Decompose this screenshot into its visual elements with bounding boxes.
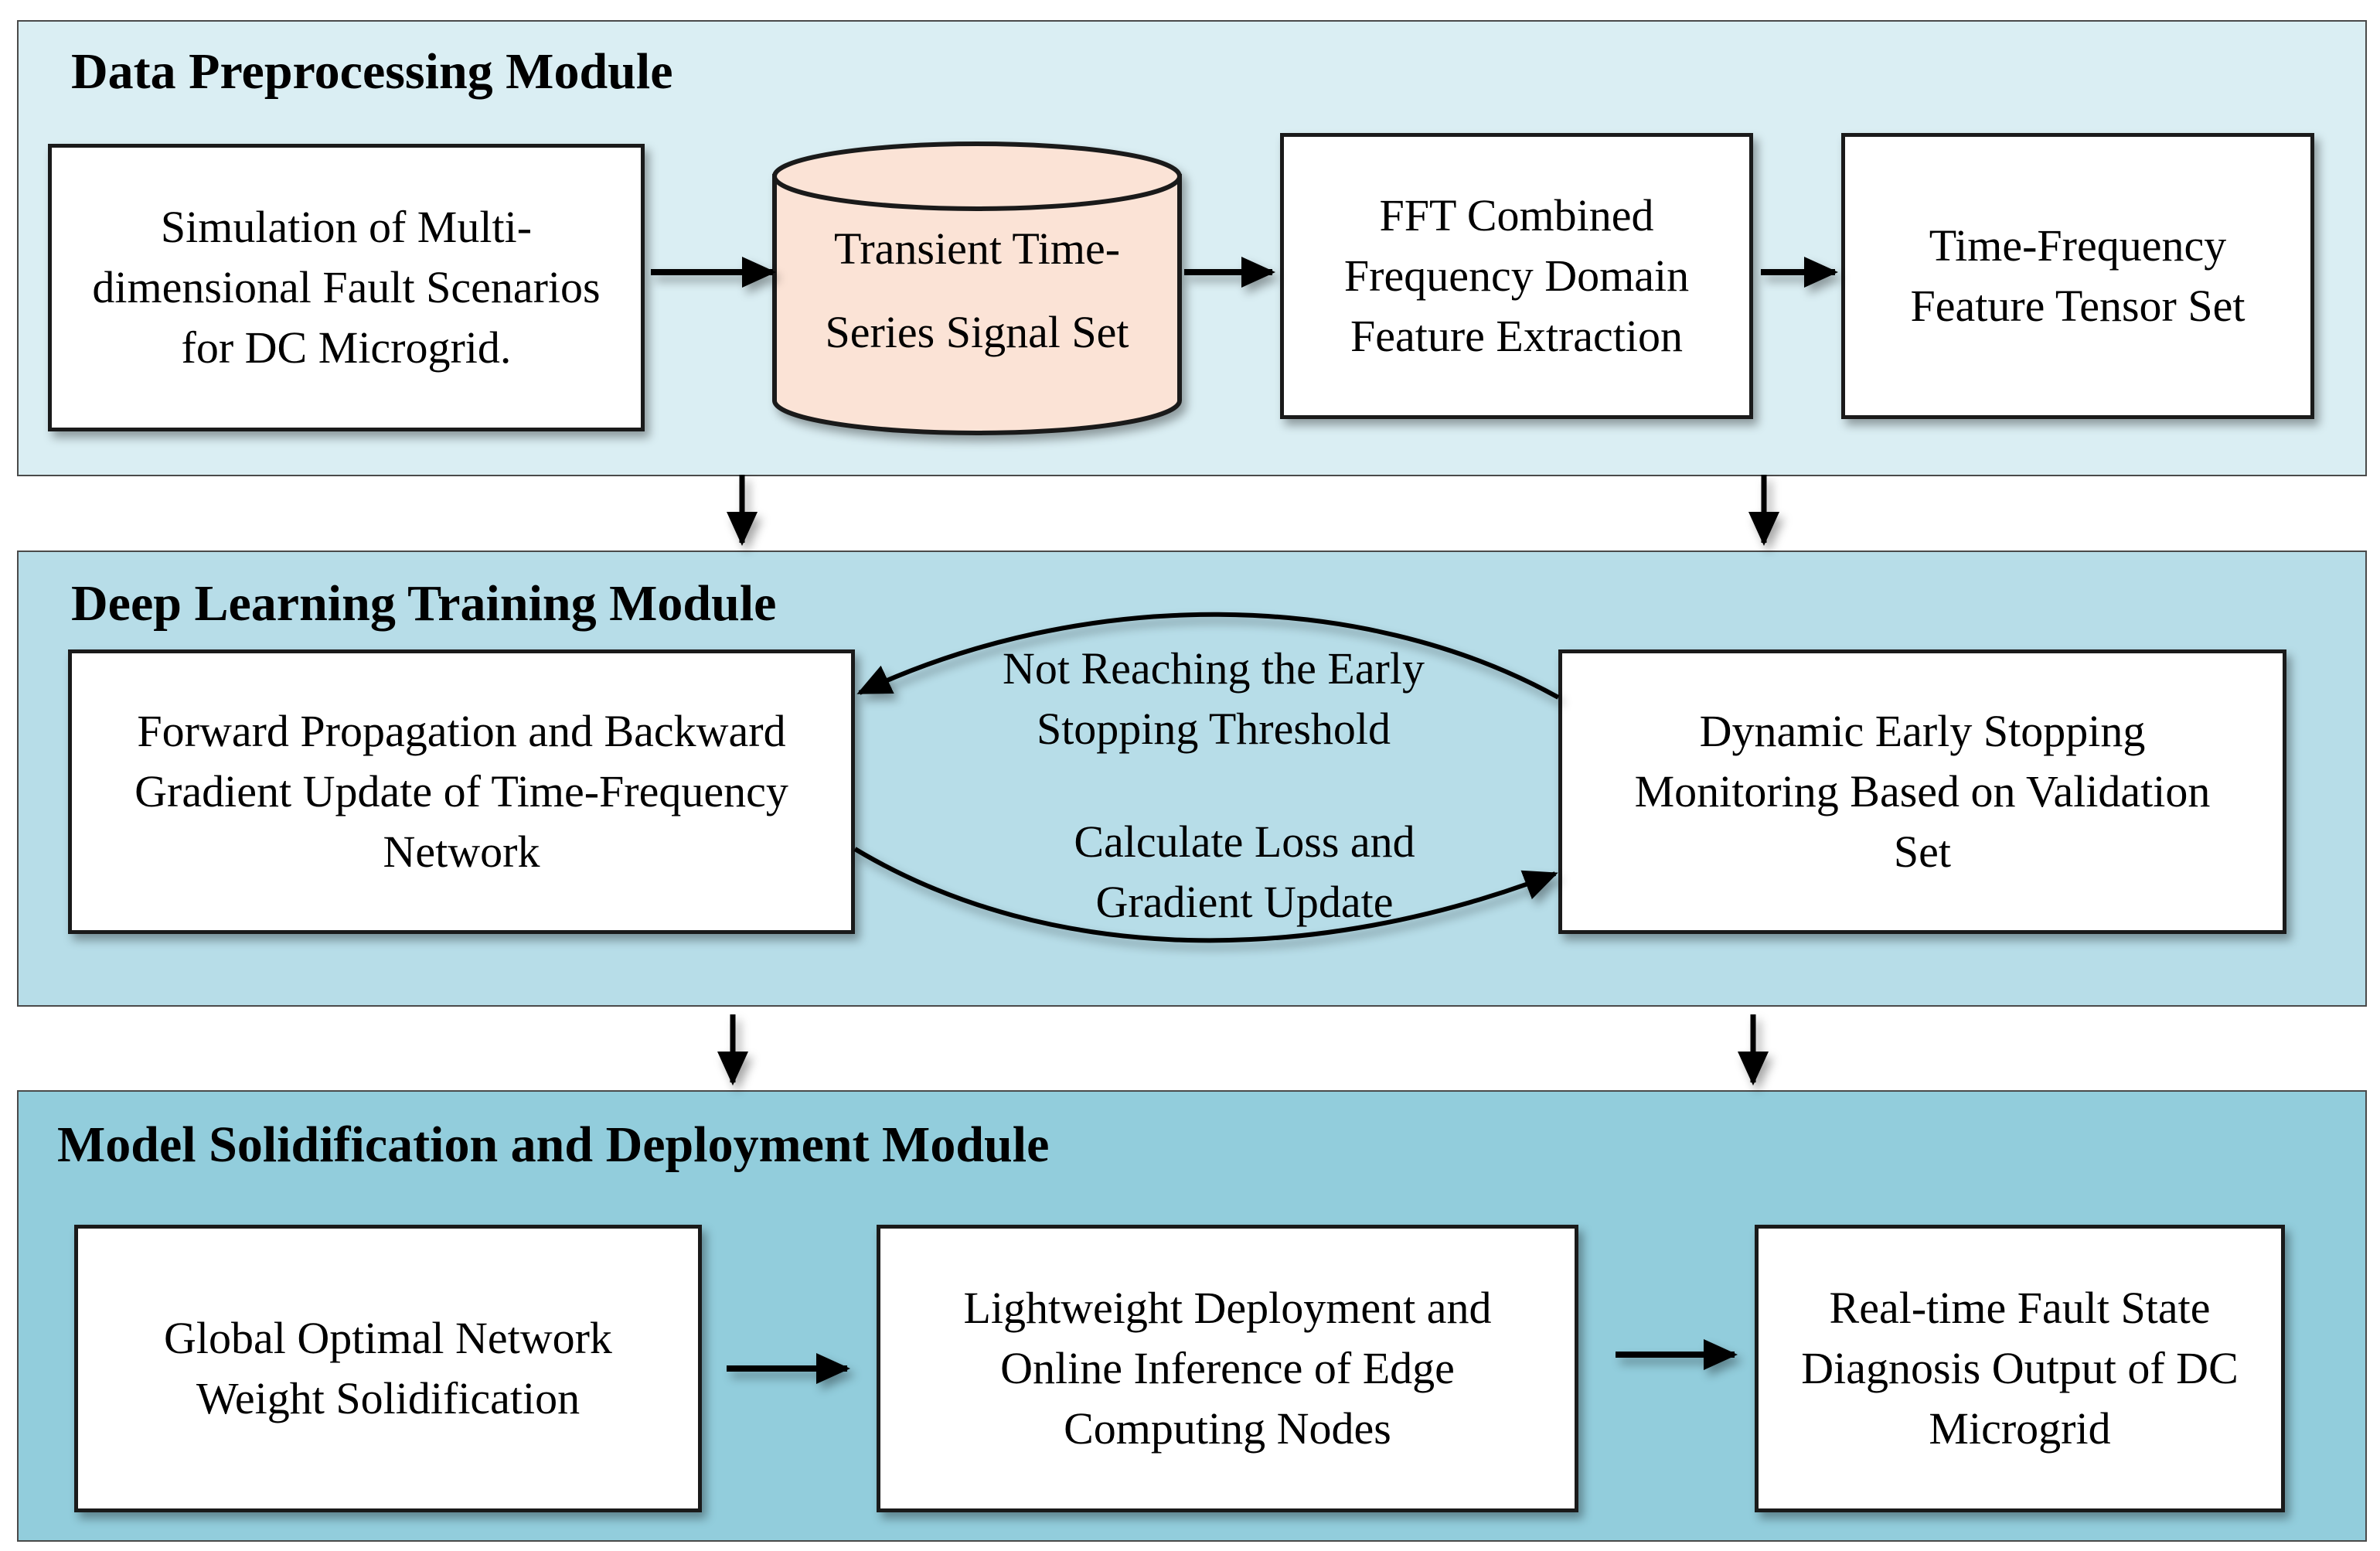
weight-solidification-text: Global Optimal Network Weight Solidifica… [164,1313,612,1423]
fft-feature-extraction-text: FFT Combined Frequency Domain Feature Ex… [1343,190,1690,361]
early-stopping-monitor-box: Dynamic Early Stopping Monitoring Based … [1558,649,2286,934]
early-stopping-monitor-text: Dynamic Early Stopping Monitoring Based … [1634,706,2211,877]
forward-backward-propagation-text: Forward Propagation and Backward Gradien… [134,706,788,877]
fft-feature-extraction-box: FFT Combined Frequency Domain Feature Ex… [1280,133,1753,419]
fault-simulation-box: Simulation of Multi- dimensional Fault S… [48,144,645,431]
training-module-title: Deep Learning Training Module [71,575,777,632]
feature-tensor-set-text: Time-Frequency Feature Tensor Set [1910,220,2246,331]
arrow-not-reaching-threshold [856,612,1560,700]
deployment-module-title: Model Solidification and Deployment Modu… [57,1116,1050,1173]
loop-bottom-label: Calculate Loss and Gradient Update [1074,816,1415,927]
loop-top-label: Not Reaching the Early Stopping Threshol… [1003,643,1425,754]
forward-backward-propagation-box: Forward Propagation and Backward Gradien… [68,649,855,934]
weight-solidification-box: Global Optimal Network Weight Solidifica… [74,1225,702,1512]
preprocessing-module-title: Data Preprocessing Module [71,43,673,100]
signal-set-text: Transient Time- Series Signal Set [825,223,1129,357]
edge-deployment-text: Lightweight Deployment and Online Infere… [963,1283,1492,1454]
fault-diagnosis-output-text: Real-time Fault State Diagnosis Output o… [1801,1283,2239,1454]
edge-deployment-box: Lightweight Deployment and Online Infere… [877,1225,1578,1512]
arrow-calculate-loss [853,847,1558,943]
fault-simulation-text: Simulation of Multi- dimensional Fault S… [92,202,601,373]
fault-diagnosis-output-box: Real-time Fault State Diagnosis Output o… [1755,1225,2285,1512]
feature-tensor-set-box: Time-Frequency Feature Tensor Set [1841,133,2314,419]
